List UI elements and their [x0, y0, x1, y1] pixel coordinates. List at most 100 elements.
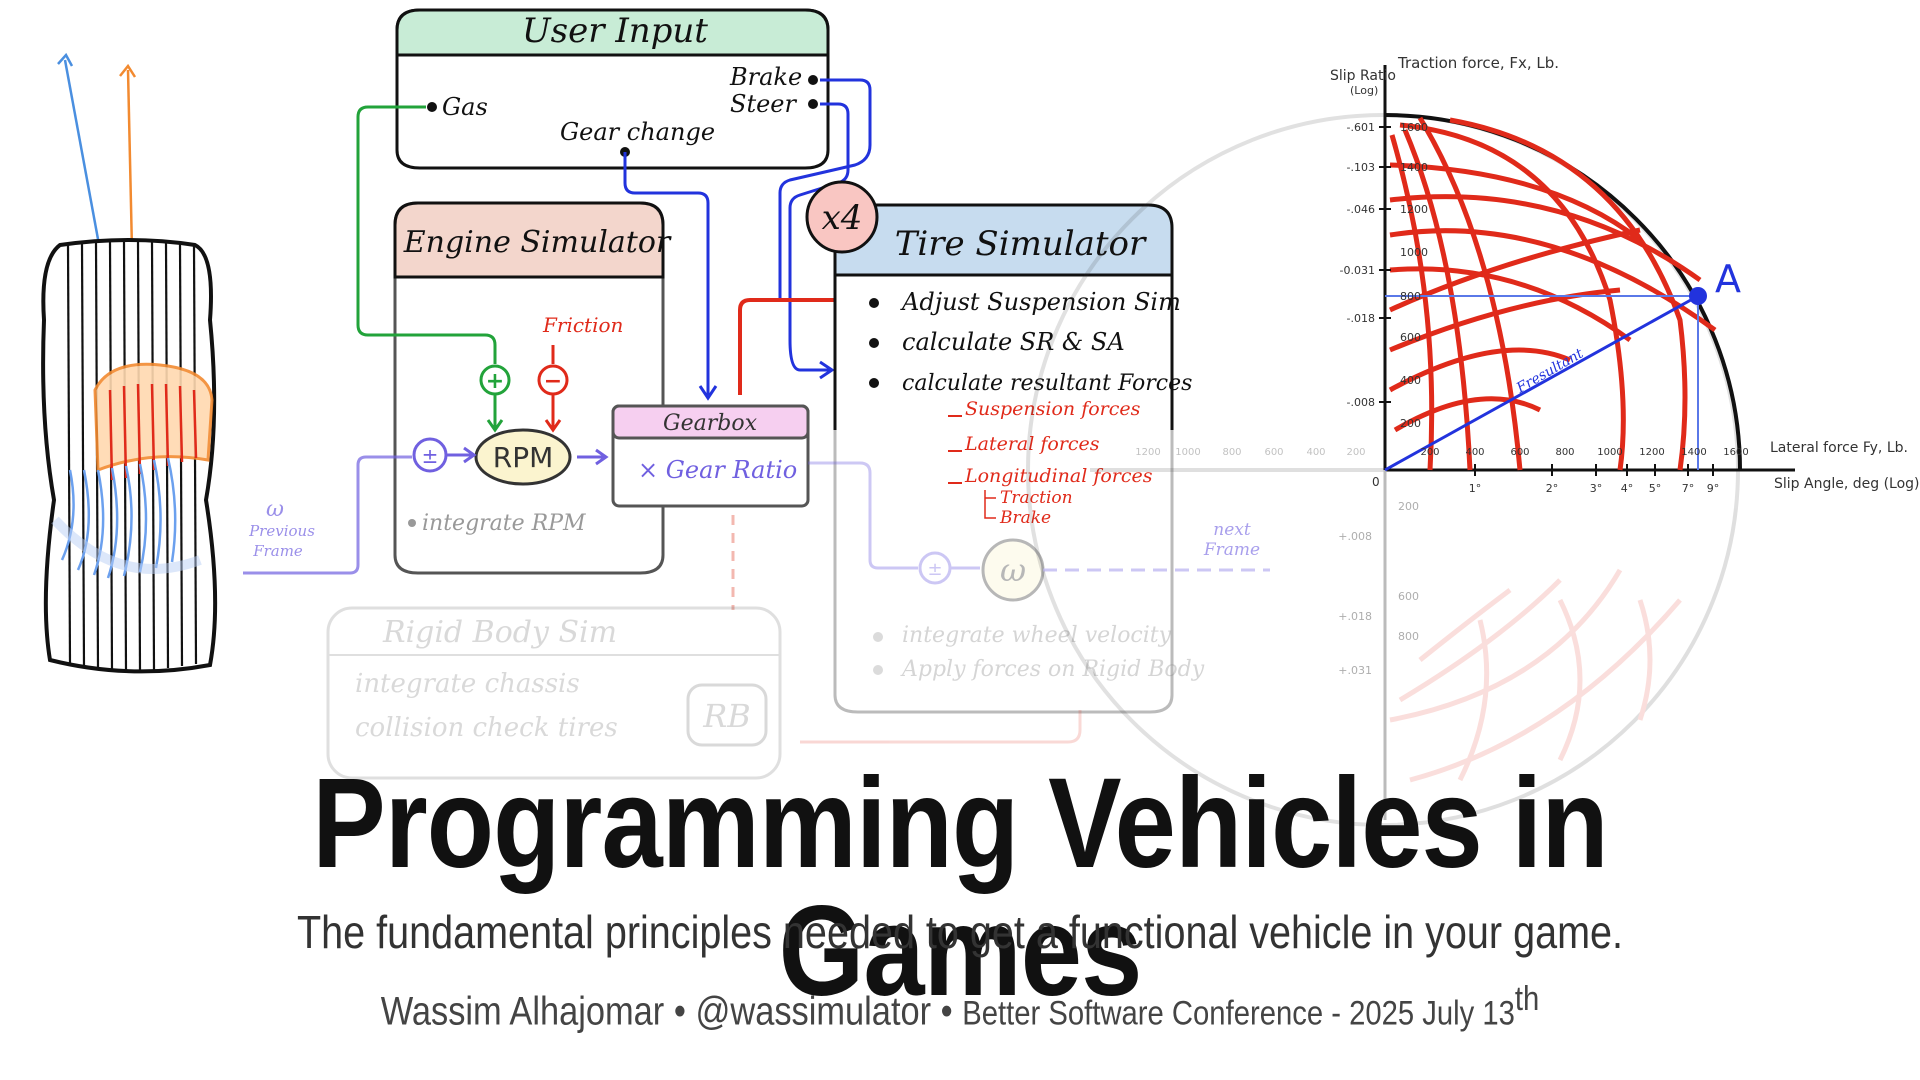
slip-ratio-tick-2: -.046 — [1347, 203, 1375, 216]
plus-sign: + — [486, 369, 504, 394]
slip-angle-tick-3: 4° — [1621, 482, 1634, 495]
neg-fy-tick-0: 1200 — [1135, 447, 1160, 458]
user-input-box: User Input Gas Gear change Brake Steer — [395, 8, 830, 170]
slip-angle-tick-5: 7° — [1682, 482, 1695, 495]
tire-illustration — [41, 52, 218, 674]
minus-sign: − — [544, 369, 562, 394]
byline-sep-2: • — [940, 989, 953, 1034]
byline: Wassim Alhajomar • @wassimulator • Bette… — [134, 980, 1785, 1034]
minus-icon — [537, 364, 569, 396]
conference-suffix: th — [1514, 980, 1540, 1018]
fy-tick-2: 600 — [1510, 447, 1529, 458]
subtitle: The fundamental principles needed to get… — [296, 906, 1624, 958]
gear-change-line — [623, 152, 710, 395]
brake-line — [778, 78, 872, 300]
tire-bullet-2: calculate SR & SA — [902, 328, 1125, 356]
fy-tick-1: 400 — [1465, 447, 1484, 458]
user-input-title: User Input — [522, 11, 708, 51]
rigid-body-item-2: collision check tires — [355, 713, 618, 743]
slip-ratio-tick-5: -.008 — [1347, 396, 1375, 409]
rigid-body-box: Rigid Body Sim integrate chassis collisi… — [326, 606, 1082, 780]
tire-sub-1: Suspension forces — [965, 398, 1141, 420]
neg-ratio-tick-0: +.008 — [1338, 530, 1372, 543]
gear-change-label: Gear change — [560, 118, 715, 146]
neg-fx-tick-1: 600 — [1398, 590, 1419, 603]
tire-pm-sign: ± — [927, 559, 942, 580]
steer-label: Steer — [730, 90, 797, 118]
x4-badge — [805, 180, 879, 254]
tire-simulator-box: Tire Simulator x4 Adjust Suspension Sim … — [805, 180, 1270, 714]
point-a-marker — [1689, 287, 1707, 305]
tire-title: Tire Simulator — [895, 224, 1147, 264]
tire-faded-2: Apply forces on Rigid Body — [900, 657, 1205, 682]
fx-tick-1: 1400 — [1400, 161, 1428, 174]
rb-badge: RB — [702, 697, 751, 735]
fx-tick-4: 800 — [1400, 290, 1421, 303]
engine-simulator-box: Engine Simulator Friction + − RPM ± inte… — [393, 201, 672, 575]
slip-angle-ticks: 1°2°3°4°5°7°9° — [1469, 464, 1719, 495]
handle: @wassimulator — [695, 989, 932, 1034]
fy-tick-3: 800 — [1555, 447, 1574, 458]
friction-label: Friction — [542, 313, 623, 337]
fy-tick-5: 1200 — [1639, 447, 1664, 458]
brake-label: Brake — [729, 63, 802, 91]
gear-ratio-label: × Gear Ratio — [638, 456, 797, 484]
point-a-label: A — [1715, 257, 1741, 301]
fx-tick-5: 600 — [1400, 331, 1421, 344]
fy-tick-4: 1000 — [1597, 447, 1622, 458]
tire-subsub-1: Traction — [1000, 488, 1073, 508]
tire-pm-icon — [918, 551, 952, 585]
tire-sub-3: Longitudinal forces — [964, 465, 1153, 487]
tire-faded-1: integrate wheel velocity — [902, 623, 1172, 648]
byline-sep-1: • — [673, 989, 686, 1034]
slip-ratio-tick-0: -.601 — [1347, 121, 1375, 134]
neg-fy-tick-3: 600 — [1264, 447, 1283, 458]
neg-fx-tick-0: 200 — [1398, 500, 1419, 513]
friction-chart: A Fresultant Slip Ratio (Log) Traction f… — [1026, 54, 1920, 827]
slip-angle-tick-4: 5° — [1649, 482, 1662, 495]
chart-xlabel2: Slip Angle, deg (Log) — [1774, 476, 1920, 492]
chart-origin: 0 — [1372, 475, 1380, 489]
conference: Better Software Conference - 2025 July 1… — [962, 994, 1515, 1033]
fx-tick-2: 1200 — [1400, 203, 1428, 216]
gas-line — [356, 105, 497, 364]
main-title: Programming Vehicles in Games — [312, 752, 1608, 1023]
chart-ylabel-top: Slip Ratio — [1330, 68, 1396, 84]
rpm-label: RPM — [493, 441, 554, 474]
fy-tick-7: 1600 — [1723, 447, 1748, 458]
next-line1: next — [1213, 520, 1251, 540]
chart-ylabel-top2: (Log) — [1350, 84, 1378, 97]
chart-ylabel: Traction force, Fx, Lb. — [1397, 54, 1559, 72]
slip-ratio-tick-4: -.018 — [1347, 312, 1375, 325]
neg-fy-tick-2: 800 — [1222, 447, 1241, 458]
x4-label: x4 — [822, 198, 863, 238]
gearbox-box: Gearbox × Gear Ratio — [577, 404, 810, 508]
chart-xlabel: Lateral force Fy, Lb. — [1770, 440, 1908, 456]
next-line2: Frame — [1203, 540, 1260, 560]
pm-sign: ± — [422, 444, 439, 468]
rigid-body-item-1: integrate chassis — [355, 669, 580, 699]
tire-omega: ω — [1000, 551, 1026, 589]
author: Wassim Alhajomar — [380, 989, 665, 1034]
prev-omega: ω — [266, 497, 284, 522]
gas-label: Gas — [442, 93, 488, 121]
fx-tick-7: 200 — [1400, 417, 1421, 430]
prev-line1: Previous — [248, 522, 315, 540]
gearbox-to-tire-line — [738, 298, 850, 395]
gearbox-title: Gearbox — [663, 411, 758, 436]
tire-bullet-3: calculate resultant Forces — [902, 371, 1192, 396]
engine-title: Engine Simulator — [403, 225, 672, 260]
neg-fy-tick-1: 1000 — [1175, 447, 1200, 458]
tire-bullet-1: Adjust Suspension Sim — [900, 288, 1181, 316]
fy-tick-6: 1400 — [1681, 447, 1706, 458]
fx-tick-6: 400 — [1400, 374, 1421, 387]
tire-omega-node — [981, 538, 1045, 602]
slip-angle-tick-1: 2° — [1546, 482, 1559, 495]
tire-subsub-2: Brake — [999, 508, 1051, 528]
slip-ratio-tick-1: -.103 — [1347, 161, 1375, 174]
slip-ratio-ticks: -.601-.103-.046-0.031-.018-.008 — [1340, 121, 1391, 409]
slip-angle-tick-0: 1° — [1469, 482, 1482, 495]
